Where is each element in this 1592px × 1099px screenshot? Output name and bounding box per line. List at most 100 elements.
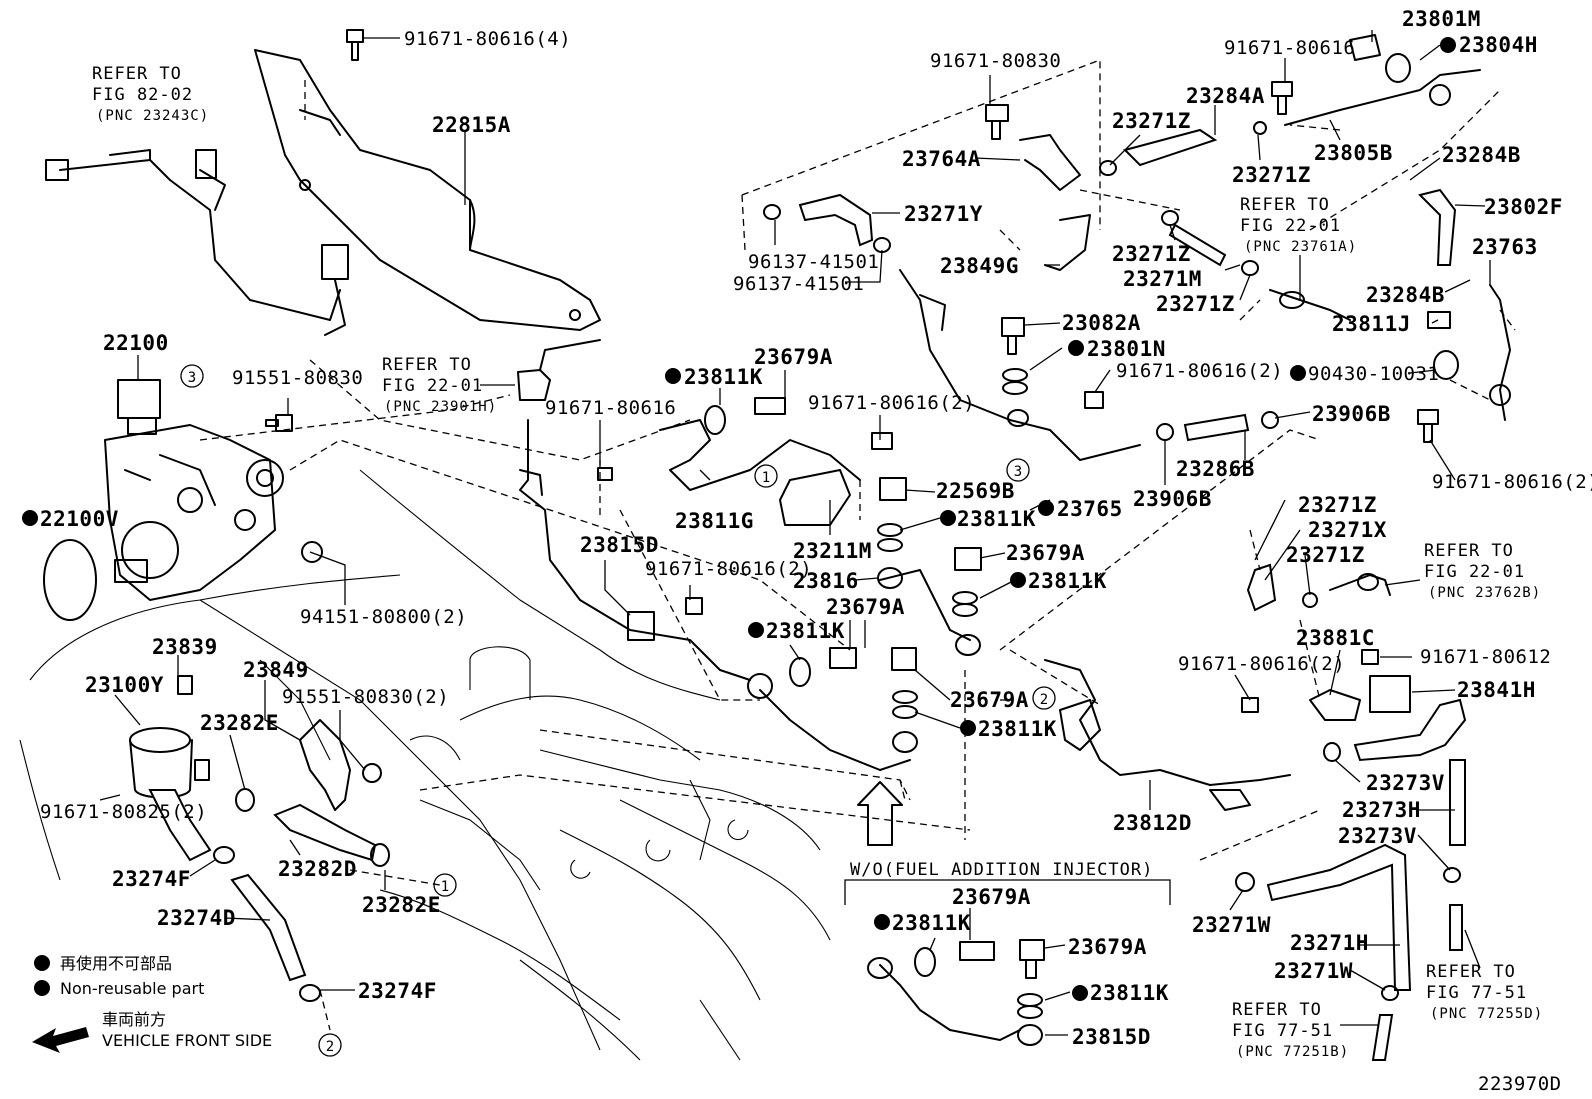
label-23679a-3: 23679A bbox=[1006, 541, 1085, 565]
label-23805b: 23805B bbox=[1314, 141, 1393, 165]
svg-text:FIG 22-01: FIG 22-01 bbox=[1240, 216, 1341, 236]
label-23763: 23763 bbox=[1472, 235, 1538, 259]
label-91671-80616-2-e: 91671-80616(2) bbox=[1178, 653, 1345, 675]
figure-code: 223970D bbox=[1478, 1073, 1562, 1095]
part-labels: 91671-80616(4) 22815A 22100 91551-80830 … bbox=[40, 7, 1592, 1049]
supply-pump-shape bbox=[104, 379, 284, 601]
label-23271w-1: 23271W bbox=[1192, 913, 1271, 937]
label-96137-41501-b: 96137-41501 bbox=[733, 273, 864, 295]
pipe-23805b-shape bbox=[1284, 69, 1481, 126]
label-23849g: 23849G bbox=[940, 254, 1019, 278]
callout-1-center: 1 bbox=[754, 464, 778, 488]
label-23801n: 23801N bbox=[1087, 337, 1166, 361]
label-91671-80612: 91671-80612 bbox=[1420, 646, 1551, 668]
svg-text:2: 2 bbox=[326, 1039, 334, 1055]
label-23211m: 23211M bbox=[793, 539, 872, 563]
label-23811k-5: 23811K bbox=[978, 717, 1057, 741]
svg-text:(PNC 23243C): (PNC 23243C) bbox=[96, 108, 209, 124]
svg-text:FIG 22-01: FIG 22-01 bbox=[382, 376, 483, 396]
reference-fig-82-02: REFER TO FIG 82-02 (PNC 23243C) bbox=[92, 64, 209, 124]
label-23273h: 23273H bbox=[1342, 798, 1421, 822]
svg-text:REFER TO: REFER TO bbox=[1240, 195, 1330, 215]
svg-text:REFER TO: REFER TO bbox=[1232, 1000, 1322, 1020]
label-23271w-2: 23271W bbox=[1274, 959, 1353, 983]
label-91671-80830: 91671-80830 bbox=[930, 50, 1061, 72]
label-23839: 23839 bbox=[152, 635, 218, 659]
label-23082a: 23082A bbox=[1062, 311, 1141, 335]
fuel-filter-shape bbox=[129, 675, 212, 862]
label-23906b-1: 23906B bbox=[1133, 487, 1212, 511]
svg-text:(PNC 23901H): (PNC 23901H) bbox=[384, 399, 497, 415]
label-23274f-top: 23274F bbox=[112, 867, 191, 891]
svg-text:REFER TO: REFER TO bbox=[1426, 962, 1516, 982]
inset-frame bbox=[844, 879, 1171, 905]
label-23271z-2: 23271Z bbox=[1232, 163, 1311, 187]
pipe-23815d-shape bbox=[519, 419, 751, 681]
label-23271z-3: 23271Z bbox=[1112, 242, 1191, 266]
legend-non-reusable-ja: 再使用不可部品 bbox=[60, 954, 172, 973]
reference-fig-77-51-a: REFER TO FIG 77-51 (PNC 77251B) bbox=[1232, 1000, 1349, 1060]
label-23100y: 23100Y bbox=[85, 673, 164, 697]
label-23282e-top: 23282E bbox=[200, 711, 279, 735]
label-23811k-2: 23811K bbox=[766, 619, 845, 643]
label-91671-80616-2-c: 91671-80616(2) bbox=[1116, 360, 1283, 382]
label-23812d: 23812D bbox=[1113, 811, 1192, 835]
label-91551-80830-2: 91551-80830(2) bbox=[282, 686, 449, 708]
block-23841h-shape bbox=[1369, 675, 1411, 713]
pipe-bracket-shape bbox=[519, 469, 543, 496]
label-91671-80616-a: 91671-80616 bbox=[545, 397, 676, 419]
legend-front-en: VEHICLE FRONT SIDE bbox=[102, 1031, 272, 1050]
pipe-23816-shape bbox=[879, 569, 971, 641]
callout-2-left: 2 bbox=[318, 1033, 342, 1057]
label-23811k-3: 23811K bbox=[957, 507, 1036, 531]
svg-text:(PNC 77251B): (PNC 77251B) bbox=[1236, 1044, 1349, 1060]
label-23274d: 23274D bbox=[157, 906, 236, 930]
label-23816: 23816 bbox=[793, 569, 859, 593]
label-23811k-inset-1: 23811K bbox=[892, 911, 971, 935]
label-23271z-1: 23271Z bbox=[1112, 109, 1191, 133]
eyebolts-central-shape bbox=[597, 317, 1104, 719]
svg-text:3: 3 bbox=[1014, 464, 1022, 480]
heat-insulator-shape bbox=[254, 49, 601, 331]
svg-text:(PNC 23762B): (PNC 23762B) bbox=[1428, 585, 1541, 601]
label-23282e-bottom: 23282E bbox=[362, 893, 441, 917]
label-23284a: 23284A bbox=[1186, 84, 1265, 108]
label-96137-41501-a: 96137-41501 bbox=[748, 251, 879, 273]
svg-text:FIG 77-51: FIG 77-51 bbox=[1232, 1021, 1333, 1041]
label-22100: 22100 bbox=[103, 331, 169, 355]
label-22815a: 22815A bbox=[432, 113, 511, 137]
bolt-23801m-shape bbox=[1349, 34, 1381, 61]
hose-23273-shape bbox=[1353, 698, 1467, 762]
engine-outline bbox=[19, 469, 831, 1061]
label-91671-80825-2: 91671-80825(2) bbox=[40, 801, 207, 823]
legend: 再使用不可部品 Non-reusable part 車両前方 VEHICLE F… bbox=[32, 954, 272, 1053]
callout-2-center: 2 bbox=[1032, 686, 1056, 710]
bracket-23849-shape bbox=[299, 719, 351, 811]
label-23271z-4: 23271Z bbox=[1156, 292, 1235, 316]
bracket-23849g-shape bbox=[1044, 214, 1091, 271]
label-23271h: 23271H bbox=[1290, 931, 1369, 955]
label-23271z-6: 23271Z bbox=[1286, 543, 1365, 567]
label-23271z-5: 23271Z bbox=[1298, 493, 1377, 517]
legend-non-reusable-en: Non-reusable part bbox=[60, 979, 204, 998]
non-reusable-dots bbox=[22, 37, 1456, 1001]
label-23765: 23765 bbox=[1057, 497, 1123, 521]
label-23271x: 23271X bbox=[1308, 518, 1387, 542]
svg-text:2: 2 bbox=[1040, 692, 1048, 708]
leader-lines bbox=[99, 30, 1491, 1036]
reference-fig-22-01-b: REFER TO FIG 22-01 (PNC 23761A) bbox=[1240, 195, 1356, 255]
label-23273v-2: 23273V bbox=[1338, 824, 1417, 848]
label-23811g: 23811G bbox=[675, 509, 754, 533]
label-23284b-1: 23284B bbox=[1442, 143, 1521, 167]
label-23815d-1: 23815D bbox=[580, 533, 659, 557]
label-23679a-2: 23679A bbox=[826, 595, 905, 619]
valve-23764a-shape bbox=[1019, 134, 1081, 191]
label-23271m: 23271M bbox=[1123, 267, 1202, 291]
reference-fig-77-51-b: REFER TO FIG 77-51 (PNC 77255D) bbox=[1426, 962, 1542, 1022]
svg-text:REFER TO: REFER TO bbox=[1424, 541, 1514, 561]
bolt-shape-01 bbox=[346, 29, 364, 61]
label-23802f: 23802F bbox=[1484, 195, 1563, 219]
legend-front-ja: 車両前方 bbox=[102, 1010, 166, 1029]
hose-23286b-shape bbox=[1183, 413, 1250, 442]
